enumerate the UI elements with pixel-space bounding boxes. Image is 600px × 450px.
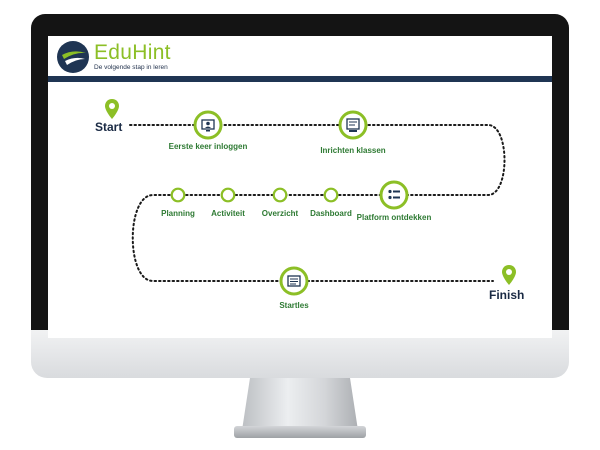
step-label: Planning: [161, 209, 195, 218]
step-marker[interactable]: [272, 187, 288, 203]
milestone-label: Eerste keer inloggen: [168, 142, 248, 151]
journey-path: [129, 124, 506, 282]
monitor-screen: EduHint De volgende stap in leren Start …: [48, 36, 552, 338]
start-label: Start: [95, 120, 123, 134]
monitor-stand: [241, 378, 359, 434]
milestone-label: Startles: [279, 301, 309, 310]
step-marker[interactable]: [170, 187, 186, 203]
milestone-label: Inrichten klassen: [320, 146, 386, 155]
brand-name: EduHint: [94, 41, 171, 64]
lesson-document-icon[interactable]: [279, 266, 309, 296]
finish-label: Finish: [489, 288, 525, 302]
step-marker[interactable]: [323, 187, 339, 203]
finish-pin-icon: [502, 265, 516, 285]
app-header: EduHint De volgende stap in leren: [48, 36, 552, 76]
brand-tagline: De volgende stap in leren: [94, 64, 168, 71]
start-pin-icon: [105, 99, 119, 119]
monitor-foot: [234, 426, 366, 438]
checklist-icon[interactable]: [379, 180, 409, 210]
eduhint-logo-icon: [57, 41, 89, 73]
step-label: Activiteit: [211, 209, 245, 218]
classroom-board-icon[interactable]: [338, 110, 368, 140]
step-label: Dashboard: [310, 209, 352, 218]
monitor-chin: [31, 330, 569, 378]
step-marker[interactable]: [220, 187, 236, 203]
milestone-label: Platform ontdekken: [356, 213, 432, 222]
step-label: Overzicht: [261, 209, 299, 218]
login-screen-icon[interactable]: [193, 110, 223, 140]
header-bar: [48, 76, 552, 82]
